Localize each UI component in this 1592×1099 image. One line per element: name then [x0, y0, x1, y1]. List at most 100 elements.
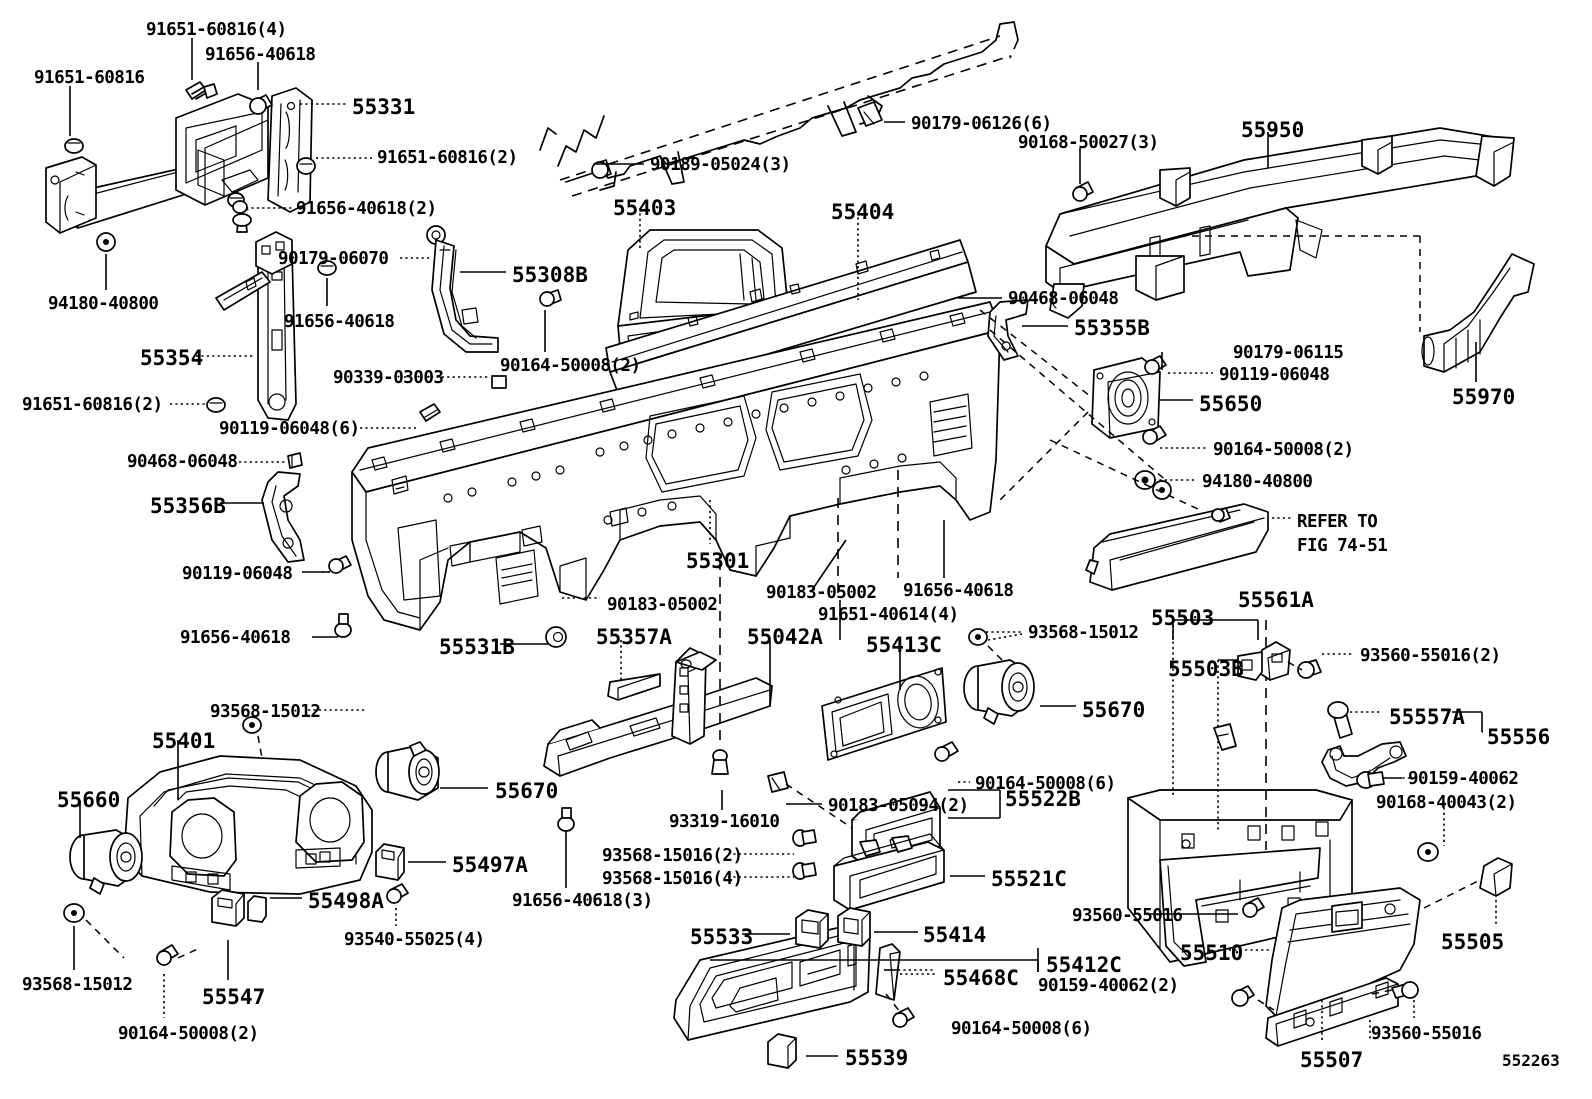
part-refer-74-51-group	[1049, 439, 1269, 591]
label-93568-15012: 93568-15012	[210, 702, 321, 722]
label-55413c: 55413C	[866, 633, 942, 657]
label-94180-40800: 94180-40800	[48, 294, 159, 314]
leader-lines	[69, 38, 1497, 1057]
part-55670-right-group	[963, 628, 1035, 725]
part-55660-group	[63, 829, 143, 959]
label-91651-40614-4: 91651-40614(4)	[818, 605, 959, 625]
label-55403: 55403	[613, 196, 677, 220]
part-55521C-group	[833, 833, 945, 911]
label-90119-06048-6: 90119-06048(6)	[219, 419, 360, 439]
label-90164-50008-2: 90164-50008(2)	[500, 356, 641, 376]
part-55308B-group	[431, 239, 499, 353]
label-93540-55025-4: 93540-55025(4)	[344, 930, 485, 950]
label-93568-15016-2: 93568-15016(2)	[602, 846, 743, 866]
label-55561a: 55561A	[1238, 588, 1314, 612]
label-55355b: 55355B	[1074, 316, 1150, 340]
part-55301-group	[351, 301, 1001, 631]
label-90183-05002: 90183-05002	[607, 595, 718, 615]
part-55650-group	[979, 309, 1169, 501]
label-90119-06048: 90119-06048	[1219, 365, 1330, 385]
label-90164-50008-6: 90164-50008(6)	[951, 1019, 1092, 1039]
label-93560-55016-2: 93560-55016(2)	[1360, 646, 1501, 666]
label-55503: 55503	[1151, 606, 1215, 630]
label-55660: 55660	[57, 788, 121, 812]
label-91651-60816: 91651-60816	[34, 68, 145, 88]
part-55355B-group	[987, 299, 1029, 361]
switches-55497A-55498A-55547	[156, 843, 409, 966]
part-55412C-group	[673, 907, 1039, 1069]
part-55356B-group	[261, 471, 305, 563]
label-91651-60816-2: 91651-60816(2)	[377, 148, 518, 168]
fasteners-top-left	[64, 81, 567, 648]
label-55670: 55670	[495, 779, 559, 803]
label-93560-55016: 93560-55016	[1371, 1024, 1482, 1044]
label-55301: 55301	[686, 549, 750, 573]
label-55522b: 55522B	[1005, 787, 1081, 811]
label-90164-50008-2: 90164-50008(2)	[118, 1024, 259, 1044]
label-55505: 55505	[1441, 930, 1505, 954]
label-55670: 55670	[1082, 698, 1146, 722]
label-91656-40618: 91656-40618	[903, 581, 1014, 601]
label-55356b: 55356B	[150, 494, 226, 518]
label-90183-05002: 90183-05002	[766, 583, 877, 603]
label-90179-06070: 90179-06070	[278, 249, 389, 269]
part-55401-group	[123, 755, 373, 895]
label-55401: 55401	[152, 729, 216, 753]
part-55510-group	[1231, 857, 1513, 1047]
label-55468c: 55468C	[943, 966, 1019, 990]
label-90168-50027-3: 90168-50027(3)	[1018, 133, 1159, 153]
label-91651-60816-4: 91651-60816(4)	[146, 20, 287, 40]
label-93319-16010: 93319-16010	[669, 812, 780, 832]
label-90168-40043-2: 90168-40043(2)	[1376, 793, 1517, 813]
label-55507: 55507	[1300, 1048, 1364, 1072]
label-91656-40618-3: 91656-40618(3)	[512, 891, 653, 911]
label-55557a: 55557A	[1389, 705, 1465, 729]
label-55412c: 55412C	[1046, 953, 1122, 977]
label-94180-40800: 94180-40800	[1202, 472, 1313, 492]
label-93568-15012: 93568-15012	[22, 975, 133, 995]
label-90159-40062: 90159-40062	[1408, 769, 1519, 789]
label-90468-06048: 90468-06048	[1008, 289, 1119, 309]
label-93568-15016-4: 93568-15016(4)	[602, 869, 743, 889]
part-55331-group	[45, 87, 313, 234]
label-55970: 55970	[1452, 385, 1516, 409]
label-90164-50008-6: 90164-50008(6)	[975, 774, 1116, 794]
label-55950: 55950	[1241, 118, 1305, 142]
part-55413C-group	[821, 667, 959, 762]
label-90468-06048: 90468-06048	[127, 452, 238, 472]
part-55950-group	[1045, 127, 1515, 319]
label-91651-60816-2: 91651-60816(2)	[22, 395, 163, 415]
label-55556: 55556	[1487, 725, 1551, 749]
label-90159-40062-2: 90159-40062(2)	[1038, 976, 1179, 996]
wire-harness-top	[539, 21, 1094, 202]
label-55404: 55404	[831, 200, 895, 224]
label-90179-06115: 90179-06115	[1233, 343, 1344, 363]
label-55357a: 55357A	[596, 625, 672, 649]
label-55531b: 55531B	[439, 635, 515, 659]
part-55357A-group	[543, 647, 773, 832]
label-90183-05094-2: 90183-05094(2)	[828, 796, 969, 816]
part-55670-left-group	[242, 716, 440, 801]
label-55539: 55539	[845, 1046, 909, 1070]
label-90189-05024-3: 90189-05024(3)	[650, 155, 791, 175]
part-55556-group	[1321, 701, 1483, 862]
label-90119-06048: 90119-06048	[182, 564, 293, 584]
label-91656-40618: 91656-40618	[284, 312, 395, 332]
label-55547: 55547	[202, 985, 266, 1009]
label-90339-03003: 90339-03003	[333, 368, 444, 388]
label-93568-15012: 93568-15012	[1028, 623, 1139, 643]
label-55521c: 55521C	[991, 867, 1067, 891]
label-55042a: 55042A	[747, 625, 823, 649]
label-55650: 55650	[1199, 392, 1263, 416]
label-55331: 55331	[352, 95, 416, 119]
label-55533: 55533	[690, 925, 754, 949]
label-55308b: 55308B	[512, 263, 588, 287]
label-90179-06126-6: 90179-06126(6)	[911, 114, 1052, 134]
label-55503b: 55503B	[1168, 657, 1244, 681]
part-55354-group	[215, 231, 297, 421]
part-55561A-group	[1237, 641, 1322, 681]
label-552263: 552263	[1502, 1051, 1560, 1070]
label-91656-40618-2: 91656-40618(2)	[296, 199, 437, 219]
label-refer-to-fig-74-51: REFER TO FIG 74-51	[1297, 512, 1388, 556]
